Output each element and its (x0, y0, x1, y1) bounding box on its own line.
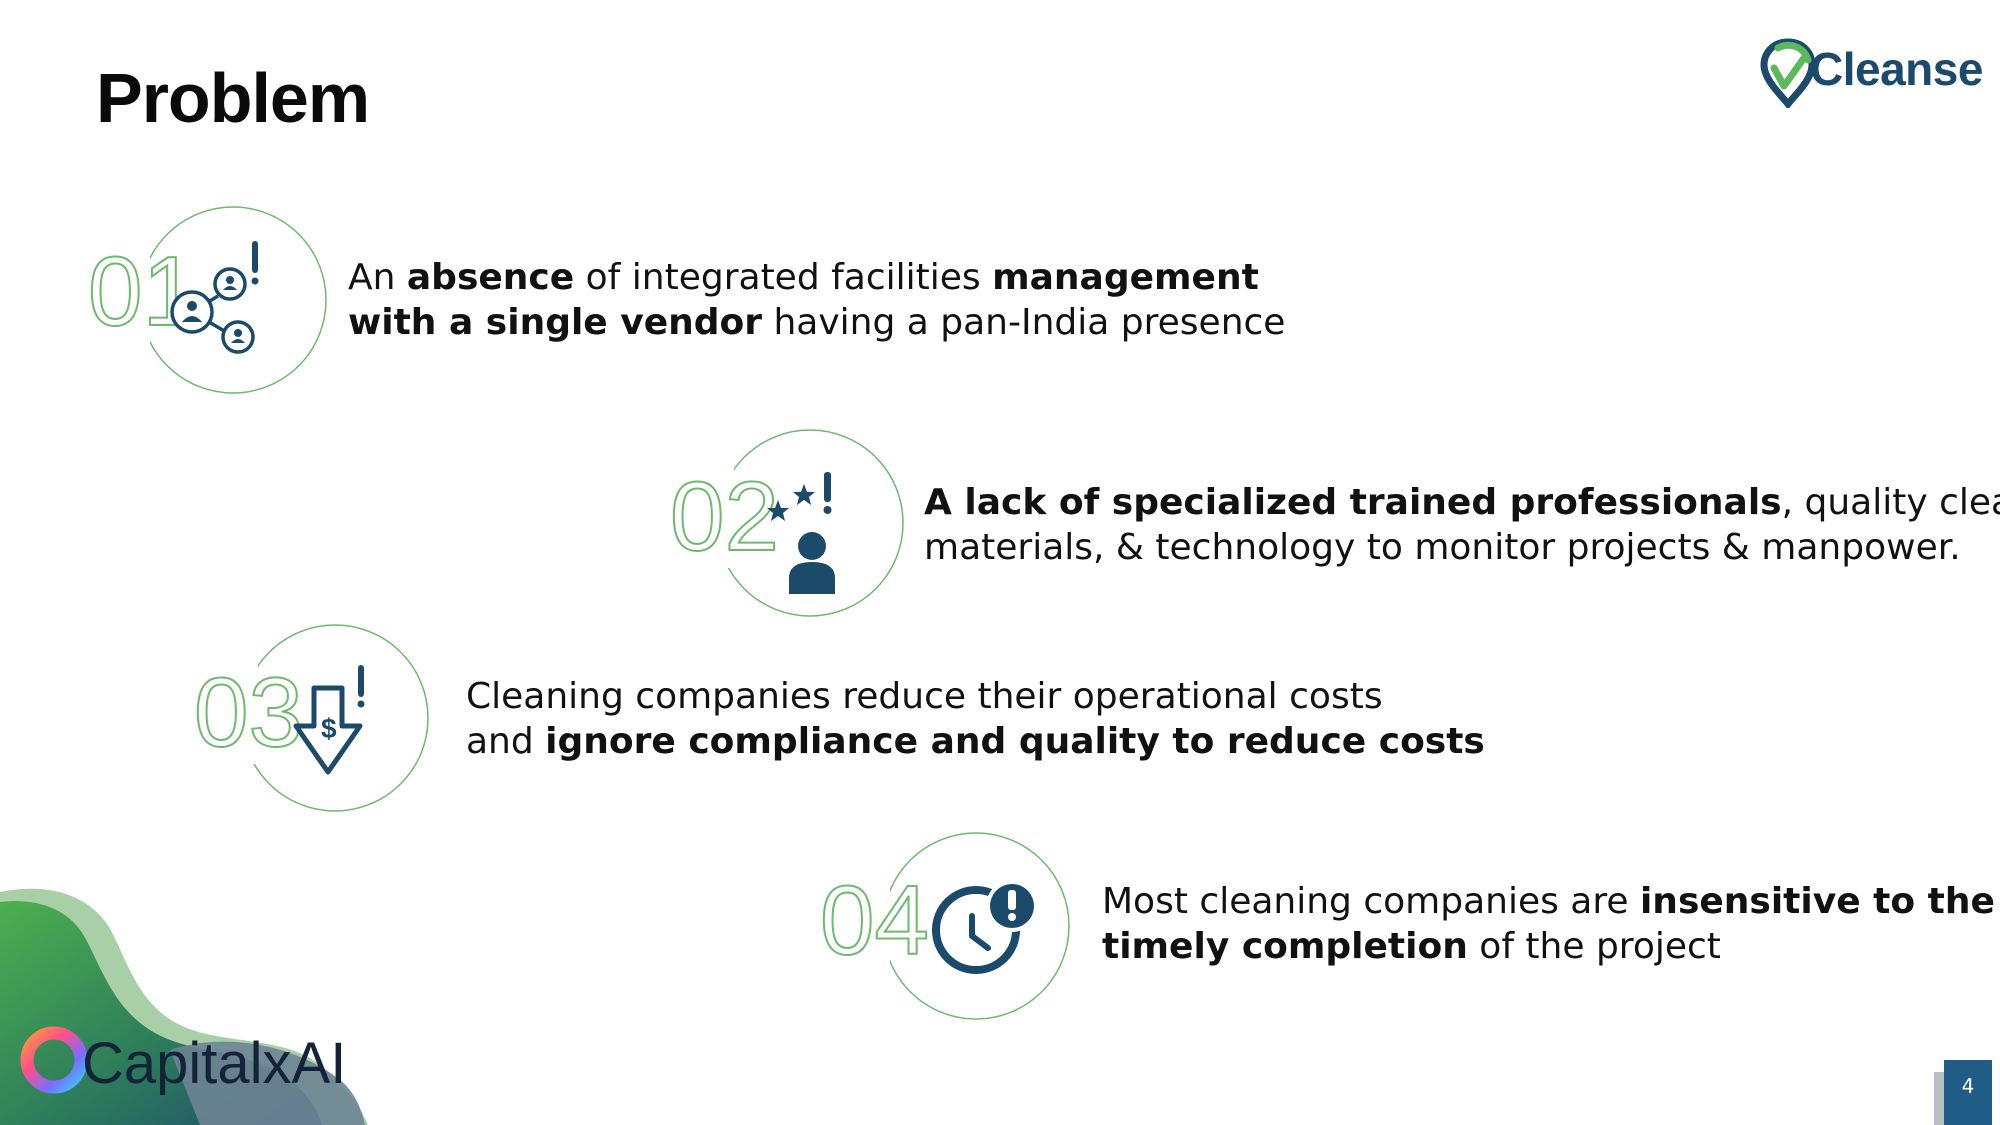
page-number-box (1944, 1060, 1992, 1125)
network-alert-icon (170, 241, 259, 354)
problem-3-graphic: 03 $ (193, 624, 429, 812)
cost-down-alert-icon: $ (293, 665, 365, 775)
problem-3-line-1: Cleaning companies reduce their operatio… (466, 676, 1383, 717)
problem-2-line-1: A lack of specialized trained profession… (924, 482, 2000, 523)
problem-number-03: 03 (194, 657, 303, 767)
problem-item-3: 03 $ Cleaning companies reduce their ope… (192, 624, 1492, 814)
problem-3-line-2: and ignore compliance and quality to red… (466, 721, 1485, 762)
problem-item-1: 01 An absence of integrated facilities m… (87, 205, 1288, 395)
page-title: Problem (96, 59, 370, 137)
problem-2-text: A lack of specialized trained profession… (924, 480, 2000, 570)
logo-text: Cleanse (1810, 43, 1983, 95)
svg-text:$: $ (321, 713, 337, 744)
problem-1-graphic: 01 (87, 206, 327, 394)
problem-2-graphic: 02 (669, 429, 904, 617)
problem-4-line-2: timely completion of the project (1102, 926, 1721, 967)
page-number: 4 (1961, 1074, 1975, 1098)
problem-2-line-2: materials, & technology to monitor proje… (924, 527, 1961, 568)
problem-item-2: 02 A lack of specialized trained profess… (669, 428, 2000, 618)
location-pin-icon (1760, 38, 1816, 110)
problem-4-graphic: 04 (819, 832, 1070, 1020)
person-stars-alert-icon (767, 472, 835, 594)
ring-icon (20, 1026, 88, 1094)
problem-1-text: An absence of integrated facilities mana… (348, 255, 1285, 345)
capitalxai-logo (20, 1026, 88, 1094)
cleanse-logo: Cleanse (1758, 38, 1983, 110)
clock-alert-icon (932, 880, 1038, 974)
problem-4-text: Most cleaning companies are insensitive … (1102, 879, 1995, 969)
problem-number-02: 02 (670, 461, 779, 571)
problem-number-04: 04 (820, 865, 929, 975)
problem-3-text: Cleaning companies reduce their operatio… (466, 674, 1485, 764)
problem-4-line-1: Most cleaning companies are insensitive … (1102, 881, 1995, 922)
problem-item-4: 04 Most cleaning companies are insensiti… (819, 832, 1995, 1022)
problem-1-line-1: An absence of integrated facilities mana… (348, 257, 1259, 298)
problem-1-line-2: with a single vendor having a pan-India … (348, 302, 1286, 343)
brand-text: CapitalxAI (82, 1031, 347, 1096)
